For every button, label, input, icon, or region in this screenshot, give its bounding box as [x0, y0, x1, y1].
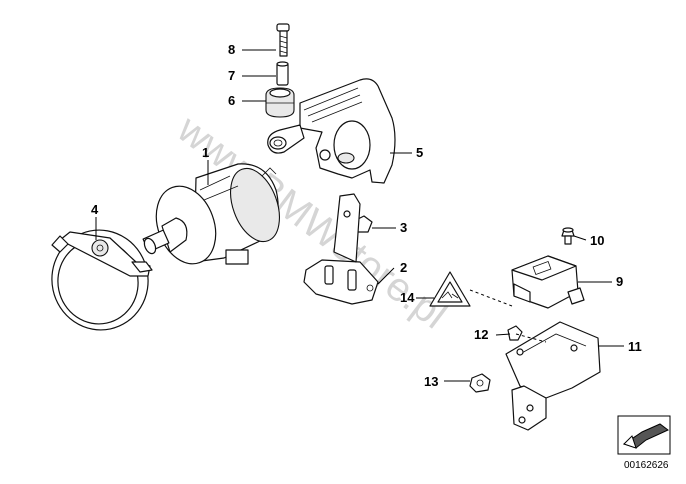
- bolt-part[interactable]: [276, 23, 290, 57]
- screw-part-12[interactable]: [507, 325, 523, 341]
- warning-label-part[interactable]: [429, 271, 471, 307]
- callout-7: 7: [228, 68, 235, 83]
- sensor-module-part[interactable]: [511, 255, 585, 309]
- callout-8: 8: [228, 42, 235, 57]
- callout-4: 4: [91, 202, 99, 217]
- support-bracket-part[interactable]: [505, 321, 601, 431]
- callout-9: 9: [616, 274, 623, 289]
- callout-14: 14: [400, 290, 415, 305]
- diagram-id: 00162626: [624, 460, 669, 471]
- orientation-box: [617, 415, 671, 455]
- rubber-mount-part[interactable]: [265, 87, 295, 118]
- nut-part[interactable]: [469, 373, 491, 393]
- sleeve-part[interactable]: [276, 61, 289, 86]
- callout-5: 5: [416, 145, 423, 160]
- leader-lines: [95, 49, 624, 382]
- holder-bracket-part[interactable]: [267, 78, 396, 184]
- mounting-plate-part[interactable]: [303, 193, 379, 305]
- screw-part-10[interactable]: [561, 227, 575, 245]
- callout-10: 10: [590, 233, 604, 248]
- callout-6: 6: [228, 93, 235, 108]
- bracket-ring-part[interactable]: [43, 221, 158, 339]
- actuator-motor-part[interactable]: [142, 162, 288, 272]
- callout-11: 11: [628, 339, 642, 354]
- callout-13: 13: [424, 374, 438, 389]
- callout-2: 2: [400, 260, 407, 275]
- callout-1: 1: [202, 145, 209, 160]
- callout-3: 3: [400, 220, 407, 235]
- callout-12: 12: [474, 327, 488, 342]
